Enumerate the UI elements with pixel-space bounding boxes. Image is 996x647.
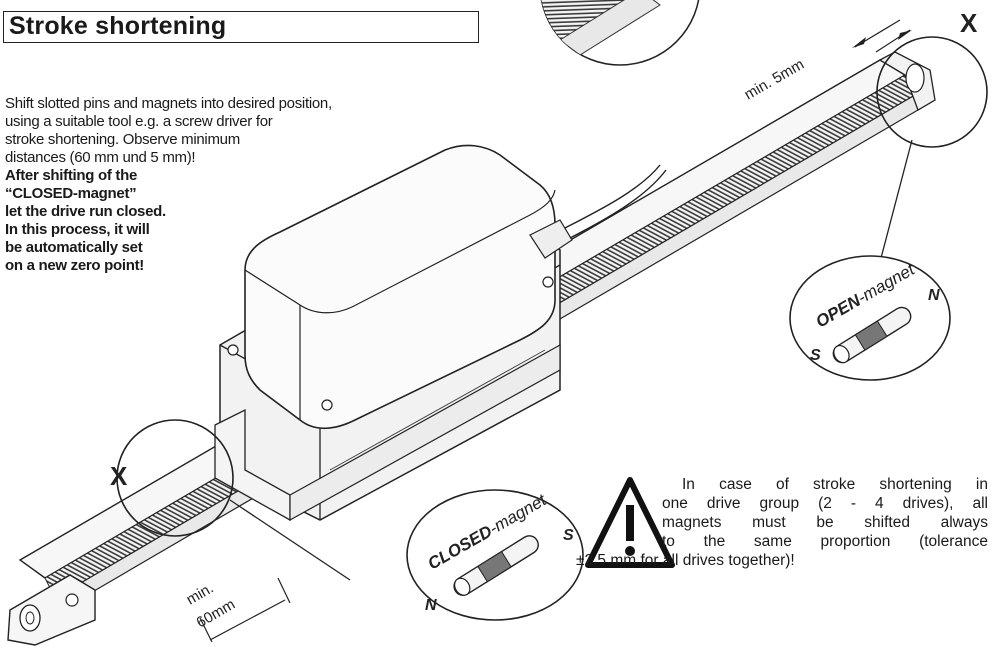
dim-bottom-label-1: min. (184, 580, 217, 609)
warning-line: ±2,5 mm for all drives together)! (576, 552, 795, 569)
top-magnifier-circle (540, 0, 700, 66)
instruction-bold-line: After shifting of the (5, 167, 138, 184)
instruction-bold-line: on a new zero point! (5, 257, 144, 274)
closed-magnet-icon (453, 535, 539, 596)
warning-text: In case of stroke shortening in one driv… (576, 475, 988, 570)
instruction-line: using a suitable tool e.g. a screw drive… (5, 113, 273, 130)
open-magnet-pole-left: S (810, 347, 821, 364)
marker-x-top: X (960, 8, 978, 38)
instruction-line: stroke shortening. Observe minimum (5, 131, 240, 148)
instruction-line: Shift slotted pins and magnets into desi… (5, 95, 332, 112)
dimension-min-60mm: min. 60mm (184, 577, 291, 643)
section-title: Stroke shortening (9, 12, 227, 40)
warning-line: magnets must be shifted always (662, 514, 988, 531)
dim-top-label: min. 5mm (742, 56, 808, 104)
closed-magnet-callout: CLOSED-magnet N S (406, 489, 584, 621)
closed-end-detail-circle (116, 419, 351, 581)
instructions-text: Shift slotted pins and magnets into desi… (5, 95, 385, 275)
mounting-bracket (7, 574, 96, 646)
open-magnet-pole-right: N (928, 287, 940, 304)
warning-line: one drive group (2 - 4 drives), all (662, 495, 988, 512)
instruction-bold-line: be automatically set (5, 239, 143, 256)
instruction-bold-line: let the drive run closed. (5, 203, 166, 220)
closed-magnet-pole-right: S (563, 527, 574, 544)
instruction-bold-line: “CLOSED-magnet” (5, 185, 137, 202)
closed-magnet-pole-left: N (425, 597, 437, 614)
instruction-line: distances (60 mm und 5 mm)! (5, 149, 196, 166)
section-title-box (3, 11, 479, 43)
open-magnet-icon (832, 306, 912, 364)
open-magnet-callout: OPEN-magnet S N (789, 255, 951, 381)
warning-triangle-icon (585, 477, 675, 568)
motor-housing (219, 144, 667, 521)
marker-x-bottom: X (110, 461, 128, 491)
warning-line: to the same proportion (tolerance (662, 533, 988, 550)
instruction-bold-line: In this process, it will (5, 221, 150, 238)
warning-line: In case of stroke shortening in (682, 476, 988, 493)
profile-extrusion (214, 343, 561, 522)
